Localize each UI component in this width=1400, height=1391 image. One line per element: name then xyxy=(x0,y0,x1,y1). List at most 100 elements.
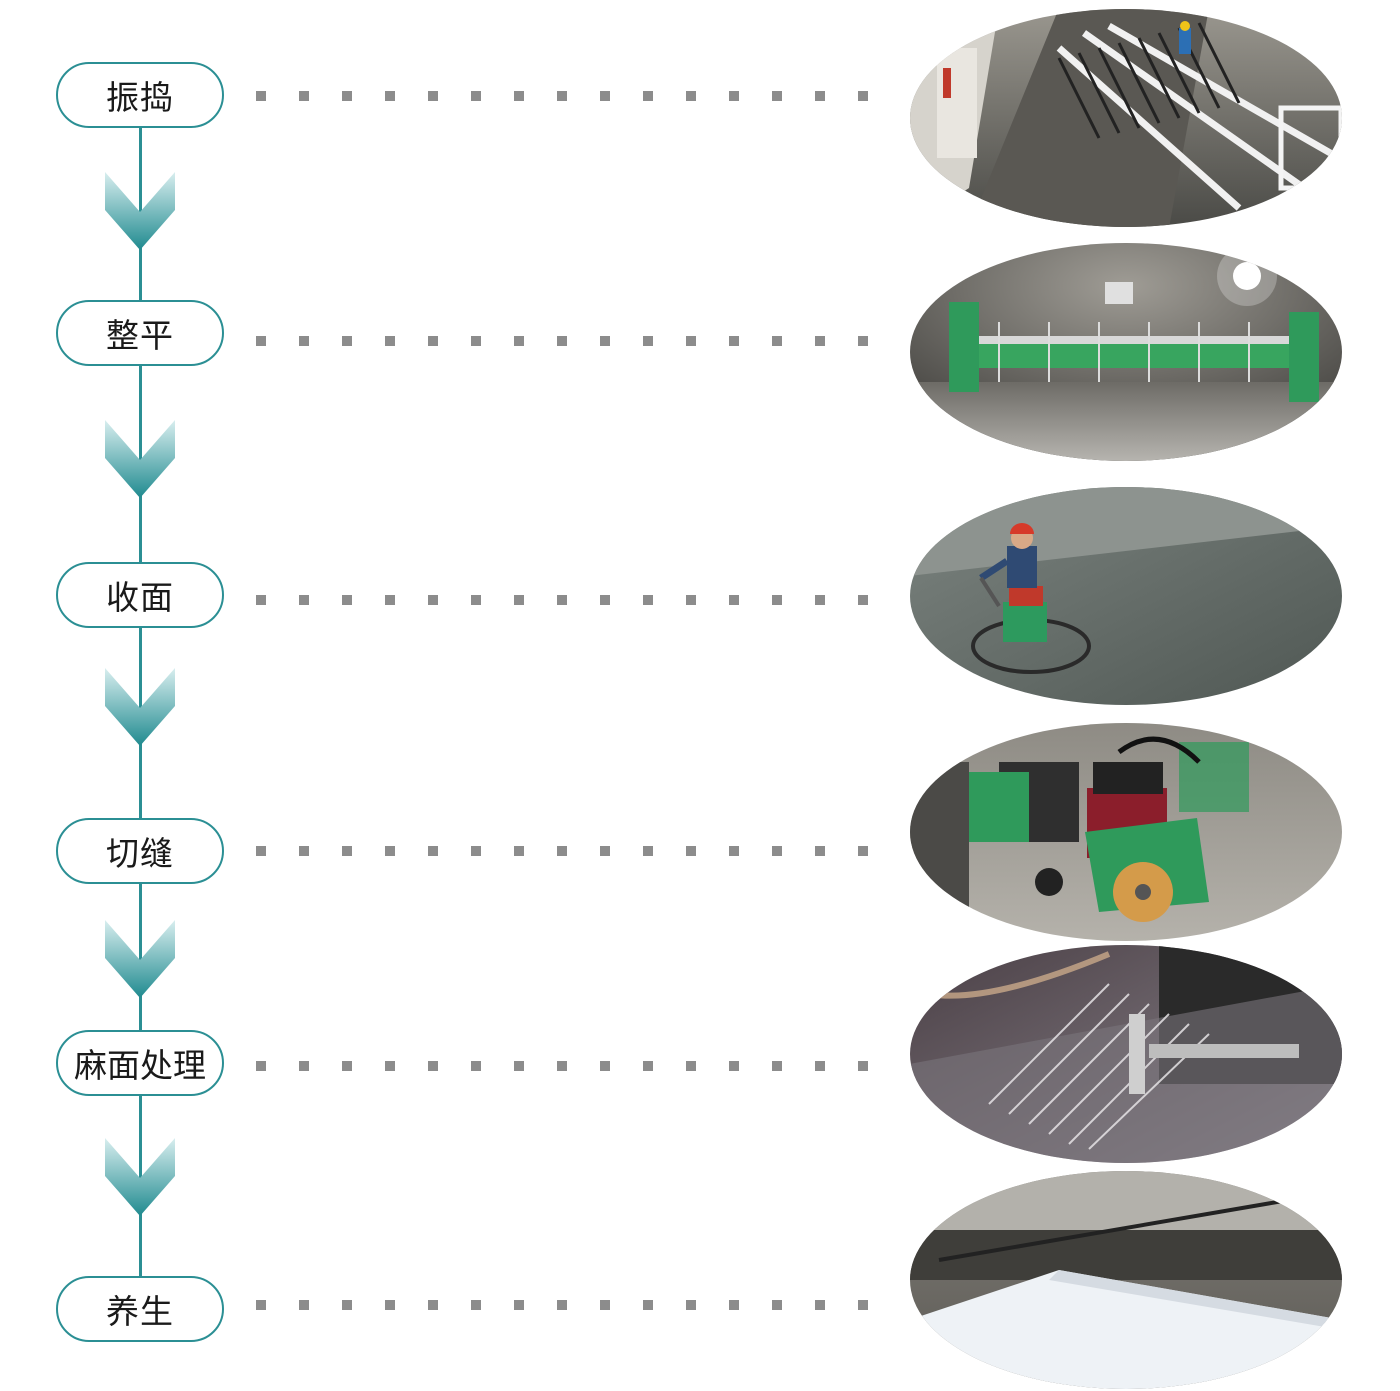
leader-dot xyxy=(686,1061,696,1071)
leader-dot xyxy=(514,595,524,605)
leader-dot xyxy=(643,846,653,856)
leader-dot xyxy=(342,336,352,346)
down-arrow-icon xyxy=(105,668,175,746)
leader-dot xyxy=(428,1061,438,1071)
leader-dot xyxy=(858,1300,868,1310)
leader-dot xyxy=(342,1061,352,1071)
down-arrow-icon xyxy=(105,920,175,998)
leader-dot xyxy=(858,846,868,856)
leader-dot xyxy=(342,91,352,101)
leader-dot xyxy=(342,846,352,856)
leader-dot xyxy=(772,595,782,605)
leader-dot xyxy=(299,91,309,101)
leader-dot xyxy=(299,1300,309,1310)
leader-dot xyxy=(772,336,782,346)
dotted-leader xyxy=(256,595,868,605)
leader-dot xyxy=(514,91,524,101)
leader-dot xyxy=(858,595,868,605)
step-texture: 麻面处理 xyxy=(56,1030,224,1096)
leader-dot xyxy=(471,846,481,856)
leader-dot xyxy=(428,91,438,101)
leader-dot xyxy=(385,1300,395,1310)
leader-dot xyxy=(729,595,739,605)
leader-dot xyxy=(428,336,438,346)
leader-dot xyxy=(557,1061,567,1071)
leader-dot xyxy=(385,846,395,856)
step-cut-joint: 切缝 xyxy=(56,818,224,884)
leader-dot xyxy=(815,1061,825,1071)
leader-dot xyxy=(729,1300,739,1310)
leader-dot xyxy=(729,846,739,856)
dotted-leader xyxy=(256,1061,868,1071)
leader-dot xyxy=(385,1061,395,1071)
leader-dot xyxy=(471,1300,481,1310)
leader-dot xyxy=(256,336,266,346)
leader-dot xyxy=(600,846,610,856)
leader-dot xyxy=(858,1061,868,1071)
leader-dot xyxy=(471,336,481,346)
leader-dot xyxy=(557,846,567,856)
leader-dot xyxy=(471,595,481,605)
leader-dot xyxy=(514,846,524,856)
leader-dot xyxy=(815,846,825,856)
leader-dot xyxy=(557,595,567,605)
leader-dot xyxy=(256,846,266,856)
leader-dot xyxy=(858,91,868,101)
dotted-leader xyxy=(256,1300,868,1310)
dotted-leader xyxy=(256,91,868,101)
leader-dot xyxy=(686,336,696,346)
leader-dot xyxy=(643,91,653,101)
leader-dot xyxy=(686,91,696,101)
leader-dot xyxy=(256,91,266,101)
leader-dot xyxy=(643,1300,653,1310)
leader-dot xyxy=(299,846,309,856)
leader-dot xyxy=(342,595,352,605)
leader-dot xyxy=(557,1300,567,1310)
leader-dot xyxy=(729,91,739,101)
down-arrow-icon xyxy=(105,172,175,250)
troweling-photo xyxy=(910,487,1342,705)
leveling-machine-photo xyxy=(910,243,1342,461)
leader-dot xyxy=(299,595,309,605)
leader-dot xyxy=(858,336,868,346)
leader-dot xyxy=(342,1300,352,1310)
leader-dot xyxy=(600,91,610,101)
leader-dot xyxy=(299,336,309,346)
leader-dot xyxy=(600,595,610,605)
leader-dot xyxy=(772,1061,782,1071)
leader-dot xyxy=(600,1300,610,1310)
step-trowel: 收面 xyxy=(56,562,224,628)
leader-dot xyxy=(815,91,825,101)
leader-dot xyxy=(514,336,524,346)
leader-dot xyxy=(772,1300,782,1310)
leader-dot xyxy=(428,846,438,856)
leader-dot xyxy=(299,1061,309,1071)
leader-dot xyxy=(643,595,653,605)
vibrating-machine-photo xyxy=(910,9,1342,227)
leader-dot xyxy=(600,1061,610,1071)
leader-dot xyxy=(428,1300,438,1310)
leader-dot xyxy=(514,1300,524,1310)
leader-dot xyxy=(471,91,481,101)
dotted-leader xyxy=(256,846,868,856)
leader-dot xyxy=(514,1061,524,1071)
leader-dot xyxy=(643,336,653,346)
down-arrow-icon xyxy=(105,1138,175,1216)
leader-dot xyxy=(686,595,696,605)
leader-dot xyxy=(643,1061,653,1071)
leader-dot xyxy=(385,595,395,605)
leader-dot xyxy=(557,336,567,346)
leader-dot xyxy=(815,1300,825,1310)
joint-cutting-photo xyxy=(910,723,1342,941)
step-cure: 养生 xyxy=(56,1276,224,1342)
step-level: 整平 xyxy=(56,300,224,366)
leader-dot xyxy=(557,91,567,101)
leader-dot xyxy=(385,336,395,346)
dotted-leader xyxy=(256,336,868,346)
leader-dot xyxy=(428,595,438,605)
step-vibrate: 振捣 xyxy=(56,62,224,128)
connector-line xyxy=(139,884,142,1030)
leader-dot xyxy=(600,336,610,346)
leader-dot xyxy=(256,1300,266,1310)
